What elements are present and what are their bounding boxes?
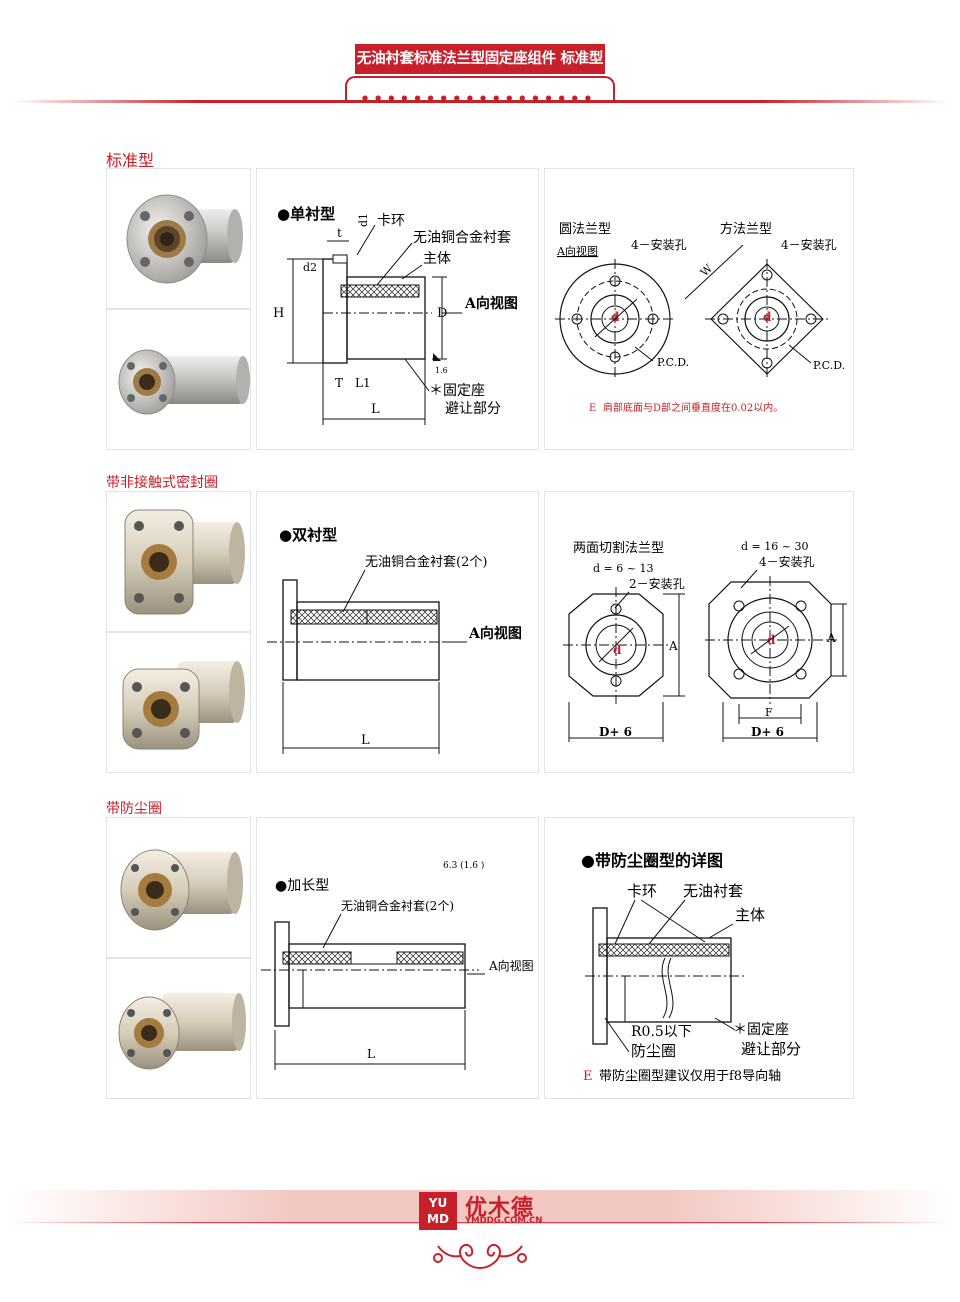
brand-name: 优木德 [465, 1196, 535, 1221]
dim-L-2: L [361, 733, 370, 748]
brand-logo: YU MD [419, 1192, 457, 1230]
label-bushing-3: 无油铜合金衬套(2个) [341, 898, 454, 913]
dim-L: L [371, 402, 380, 417]
drawing-heading: ●单衬型 [277, 205, 335, 223]
label-round-flange: 圆法兰型 [559, 222, 611, 237]
section-title-seal: 带非接触式密封圈 [106, 475, 218, 491]
drawing-heading-double: ●双衬型 [279, 526, 337, 544]
footer-band [10, 1190, 950, 1224]
label-d-square: d [763, 310, 772, 324]
detail-heading: ●带防尘圈型的详图 [581, 851, 723, 870]
drawing-long-type: 6.3 (1.6 ) ●加长型 无油铜合金衬套(2个) A向视图 L [256, 817, 539, 1099]
label-ring: 卡环 [377, 213, 405, 229]
dim-L1: L1 [355, 376, 371, 390]
dim-t: t [337, 226, 342, 240]
label-seat2-2: 避让部分 [741, 1040, 801, 1058]
dim-F: F [765, 706, 773, 719]
label-cut-flange: 两面切割法兰型 [573, 540, 664, 556]
label-seal: 防尘圈 [631, 1042, 676, 1060]
label-bushing: 无油铜合金衬套 [413, 230, 511, 246]
label-body: 主体 [423, 251, 451, 267]
view-dust-seal-detail: ●带防尘圈型的详图 卡环 无油衬套 主体 R0.5以下 防尘圈 ＊固定座 避让部… [544, 817, 854, 1099]
header-tab-frame [345, 76, 615, 100]
label-ring-2: 卡环 [627, 882, 657, 900]
view-cut-flange: 两面切割法兰型 d = 6 ~ 13 2－安装孔 d A D+ 6 d = 16… [544, 491, 854, 773]
surface-finish: 1.6 [435, 366, 448, 375]
dim-d2: d2 [303, 261, 317, 274]
dim-D6-1: D+ 6 [599, 725, 632, 739]
label-holes-4: 4－安装孔 [759, 554, 815, 569]
product-photo-dust-2 [106, 958, 251, 1099]
note-perpendicularity: 肩部底面与D部之间垂直度在0.02以内。 [603, 401, 783, 414]
logo-top: YU [428, 1196, 448, 1210]
label-pcd-round: P.C.D. [657, 356, 689, 369]
page-title: 无油衬套标准法兰型固定座组件 标准型 [355, 44, 605, 74]
note-mark-1: E [589, 403, 596, 414]
surface-finish-2: 6.3 (1.6 ) [443, 860, 484, 871]
label-d-cut-4: d [767, 633, 776, 647]
label-bushing-2: 无油铜合金衬套(2个) [365, 554, 487, 570]
dim-W: W [698, 261, 716, 279]
label-bushing-4: 无油衬套 [683, 882, 743, 900]
dim-H: H [273, 306, 284, 321]
drawing-double-bushing: ●双衬型 无油铜合金衬套(2个) A向视图 L [256, 491, 539, 773]
product-photo-round-flange-long [106, 309, 251, 450]
logo-bottom: MD [427, 1212, 449, 1226]
brand-url: YMDDG.COM.CN [465, 1216, 543, 1226]
product-photo-dust-1 [106, 817, 251, 958]
dim-T: T [335, 376, 343, 390]
label-range-large: d = 16 ~ 30 [741, 540, 808, 553]
ornament-icon [430, 1238, 530, 1276]
label-a-view-3: A向视图 [488, 958, 534, 973]
dim-A-1: A [668, 639, 678, 653]
dim-d1: d1 [357, 213, 370, 227]
label-d-round: d [611, 310, 620, 324]
product-photo-cut-flange-2 [106, 632, 251, 773]
label-square-flange: 方法兰型 [720, 221, 772, 237]
label-round-a-view: A向视图 [556, 244, 598, 258]
label-a-view-2: A向视图 [468, 625, 522, 642]
label-seat2: 避让部分 [445, 401, 501, 417]
label-holes-2: 2－安装孔 [629, 576, 685, 591]
label-d-cut: d [613, 643, 622, 657]
section-title-standard: 标准型 [106, 151, 155, 170]
view-flange-types: 圆法兰型 A向视图 4－安装孔 d P.C.D. 方法兰型 4－安装孔 W d … [544, 168, 854, 450]
header-dots: ●●●●●●●●●●●●●●●●●● [362, 94, 598, 102]
note-mark-2: E [583, 1069, 593, 1084]
label-range-small: d = 6 ~ 13 [593, 562, 653, 575]
note-dust: 带防尘圈型建议仅用于f8导向轴 [599, 1068, 781, 1084]
product-photo-cut-flange-1 [106, 491, 251, 632]
dim-L-3: L [367, 1047, 375, 1061]
label-r05: R0.5以下 [631, 1024, 692, 1040]
label-body-2: 主体 [735, 906, 765, 924]
label-pcd-square: P.C.D. [813, 359, 845, 372]
label-holes-round: 4－安装孔 [631, 237, 687, 252]
footer-line [10, 1222, 950, 1223]
drawing-single-bushing: ●单衬型 H d2 t d1 卡环 无油铜合金衬套 主体 D A向视图 1.6 … [256, 168, 539, 450]
label-seat1: ＊固定座 [429, 383, 485, 399]
product-photo-round-flange [106, 168, 251, 309]
section-title-dust: 带防尘圈 [106, 801, 162, 817]
drawing-heading-long: ●加长型 [275, 878, 329, 894]
label-a-view: A向视图 [464, 295, 518, 312]
dim-A-2: A [826, 631, 836, 645]
label-holes-square: 4－安装孔 [781, 237, 837, 252]
label-seat1-2: ＊固定座 [733, 1022, 789, 1038]
header-divider [12, 100, 948, 103]
dim-D6-2: D+ 6 [751, 725, 784, 739]
